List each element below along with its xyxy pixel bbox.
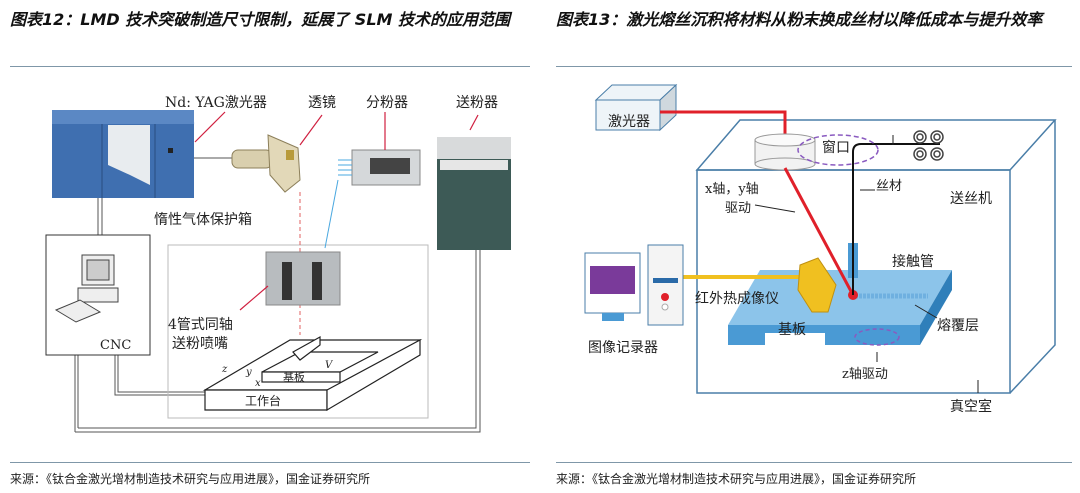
label-xy-drive-1: x轴，y轴 xyxy=(705,182,759,197)
nozzle-photo xyxy=(265,251,341,306)
label-wire-feeder: 送丝机 xyxy=(950,191,992,207)
callout-arrows xyxy=(754,135,979,393)
label-lens: 透镜 xyxy=(308,95,336,111)
lens-assembly xyxy=(231,134,301,193)
label-splitter: 分粉器 xyxy=(366,95,408,111)
inert-gas-box xyxy=(167,244,429,419)
label-contact-tube: 接触管 xyxy=(892,253,934,270)
substrate-plate xyxy=(728,270,952,345)
wire-deposition-diagram: 激光器 窗口 x轴，y轴 驱动 丝材 送丝机 接触管 红外热成像仪 基板 熔覆层… xyxy=(584,83,1057,415)
figure-12-source: 来源：《钛合金激光增材制造技术研究与应用进展》，国金证券研究所 xyxy=(10,472,371,486)
powder-flow-arrows xyxy=(324,159,352,249)
label-substrate: 基板 xyxy=(778,321,806,338)
lmd-diagram: Nd: YAG激光器 透镜 分粉器 送粉器 惰性气体保护箱 CNC 4管式同轴 … xyxy=(45,94,511,433)
cnc-box xyxy=(45,234,151,356)
label-cnc: CNC xyxy=(100,338,131,353)
laser-box xyxy=(594,83,678,132)
ir-camera xyxy=(797,257,837,313)
label-recorder: 图像记录器 xyxy=(588,340,658,356)
xy-drive-ellipse xyxy=(797,134,879,166)
wire-feeder-rollers xyxy=(913,130,944,161)
vacuum-chamber xyxy=(695,119,1057,394)
label-z-drive: z轴驱动 xyxy=(842,367,888,382)
axis-x-label: x xyxy=(255,378,261,389)
laser-beam-inside xyxy=(783,167,855,296)
label-feeder: 送粉器 xyxy=(456,95,498,111)
figure-13-title: 图表13：激光熔丝沉积将材料从粉末换成丝材以降低成本与提升效率 xyxy=(556,10,1043,29)
label-wire: 丝材 xyxy=(876,179,902,194)
axis-y-label: y xyxy=(245,367,252,378)
label-nozzle-2: 送粉喷嘴 xyxy=(172,336,228,352)
label-xy-drive-2: 驱动 xyxy=(725,201,751,216)
powder-feeder-photo xyxy=(437,137,511,250)
window xyxy=(754,133,816,171)
label-window: 窗口 xyxy=(822,139,850,156)
label-laser: Nd: YAG激光器 xyxy=(165,94,267,111)
label-worktable: 工作台 xyxy=(245,393,281,408)
cable-lines xyxy=(74,157,481,433)
label-inert-box: 惰性气体保护箱 xyxy=(154,212,252,228)
label-nozzle-1: 4管式同轴 xyxy=(168,317,233,333)
wire xyxy=(852,143,940,295)
figure-13-source: 来源：《钛合金激光增材制造技术研究与应用进展》，国金证券研究所 xyxy=(556,472,917,486)
figure-12-title: 图表12：LMD 技术突破制造尺寸限制，延展了 SLM 技术的应用范围 xyxy=(10,10,511,29)
laser-machine xyxy=(52,110,195,198)
worktable xyxy=(202,335,423,412)
callout-lines xyxy=(194,111,479,311)
velocity-label: V xyxy=(325,360,334,371)
image-recorder xyxy=(584,244,684,326)
label-cladding: 熔覆层 xyxy=(937,318,979,334)
axis-z-label: z xyxy=(221,364,228,375)
title-divider-right xyxy=(556,66,1072,67)
label-laser: 激光器 xyxy=(608,113,650,130)
label-ir-camera: 红外热成像仪 xyxy=(695,291,779,307)
label-vacuum: 真空室 xyxy=(950,398,992,415)
z-drive-ellipse xyxy=(854,328,900,346)
label-substrate: 基板 xyxy=(283,370,305,384)
footer-divider-right xyxy=(556,462,1072,463)
title-divider-left xyxy=(10,66,530,67)
footer-divider-left xyxy=(10,462,530,463)
laser-beam xyxy=(660,110,787,135)
